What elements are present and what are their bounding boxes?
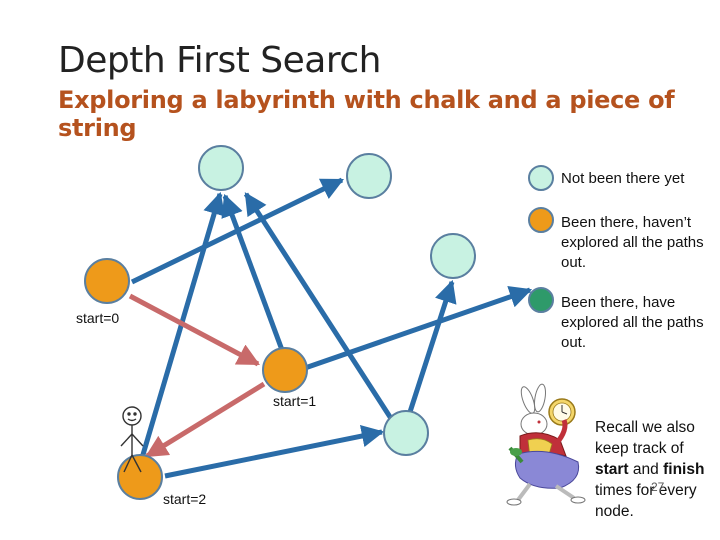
recall-finish-word: finish: [663, 461, 705, 478]
node-top-left: [198, 145, 244, 191]
label-start1: start=1: [273, 393, 316, 409]
white-rabbit-clock-icon: [506, 383, 586, 506]
recall-start-word: start: [595, 461, 629, 478]
node-bottom-right: [383, 410, 429, 456]
recall-line1: Recall we also keep track of: [595, 419, 695, 457]
edge-n1-top0: [221, 193, 285, 351]
slide-title: Depth First Search: [58, 40, 381, 81]
tree-edge-1-2: [145, 381, 266, 459]
label-start2: start=2: [163, 491, 206, 507]
node-start0: [84, 258, 130, 304]
node-top-mid: [346, 153, 392, 199]
node-mid-right: [430, 233, 476, 279]
recall-line2: times for every node.: [595, 482, 697, 520]
edge-right-top0: [243, 192, 395, 422]
legend-inprogress-swatch: [528, 207, 554, 233]
edge-right-mid: [407, 279, 457, 413]
label-start0: start=0: [76, 310, 119, 326]
legend-unvisited-swatch: [528, 165, 554, 191]
graph-edges: [130, 177, 533, 479]
node-start1: [262, 347, 308, 393]
tree-edges: [128, 293, 266, 459]
graph-nodes: [84, 145, 476, 500]
edge-n1-legend: [304, 286, 533, 371]
stick-figure-icon: [120, 406, 144, 473]
slide-subtitle: Exploring a labyrinth with chalk and a p…: [58, 86, 675, 142]
edge-n2-right: [164, 424, 385, 479]
node-start2: [117, 454, 163, 500]
legend-inprogress-text: Been there, haven’t explored all the pat…: [561, 214, 704, 271]
recall-note: Recall we also keep track of start and f…: [595, 417, 720, 522]
recall-and-word: and: [632, 461, 659, 478]
page-number: 27: [651, 480, 665, 494]
edge-n2-top0: [139, 191, 226, 459]
tree-edge-0-1: [128, 293, 260, 367]
legend-unvisited-text: Not been there yet: [561, 170, 685, 187]
legend-done-swatch: [528, 287, 554, 313]
legend-done-text: Been there, have explored all the paths …: [561, 294, 704, 351]
